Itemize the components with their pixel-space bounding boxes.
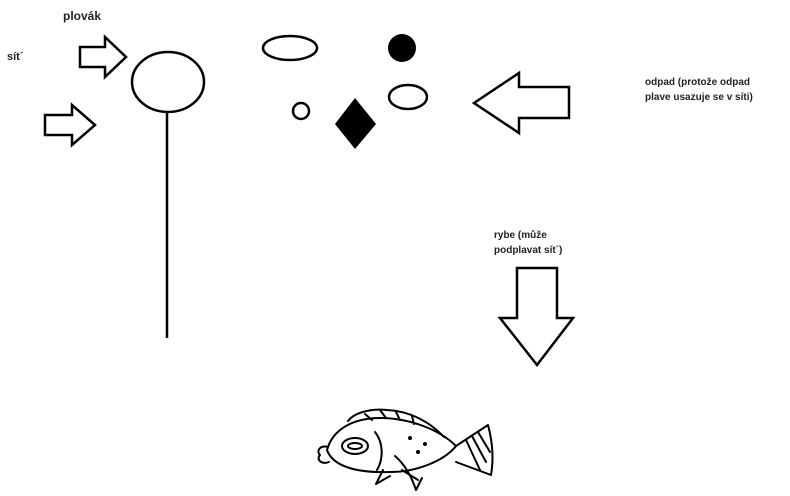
float-circle bbox=[132, 52, 204, 112]
float-with-net bbox=[132, 52, 204, 338]
waste-label: odpad (protože odpad plave usazuje se v … bbox=[645, 75, 753, 105]
waste-objects bbox=[263, 34, 427, 149]
waste-label-line2: plave usazuje se v síti) bbox=[645, 90, 753, 105]
waste-label-line1: odpad (protože odpad bbox=[645, 75, 753, 90]
arrow-right-icon bbox=[45, 105, 95, 145]
arrow-left-icon bbox=[474, 73, 569, 133]
diamond-icon bbox=[335, 98, 376, 149]
float-label: plovák bbox=[63, 9, 101, 24]
net-label: sít´ bbox=[7, 50, 24, 65]
circle-icon bbox=[293, 103, 309, 119]
ellipse-icon bbox=[389, 85, 427, 109]
arrow-down-icon bbox=[500, 268, 573, 365]
circle-icon bbox=[388, 34, 416, 62]
fish-label: rybe (může podplavat sít´) bbox=[494, 228, 562, 258]
ellipse-icon bbox=[263, 36, 317, 60]
fish-label-line1: rybe (může bbox=[494, 228, 562, 243]
fish-icon bbox=[318, 410, 492, 490]
fish-label-line2: podplavat sít´) bbox=[494, 243, 562, 258]
arrow-right-icon bbox=[80, 37, 126, 77]
